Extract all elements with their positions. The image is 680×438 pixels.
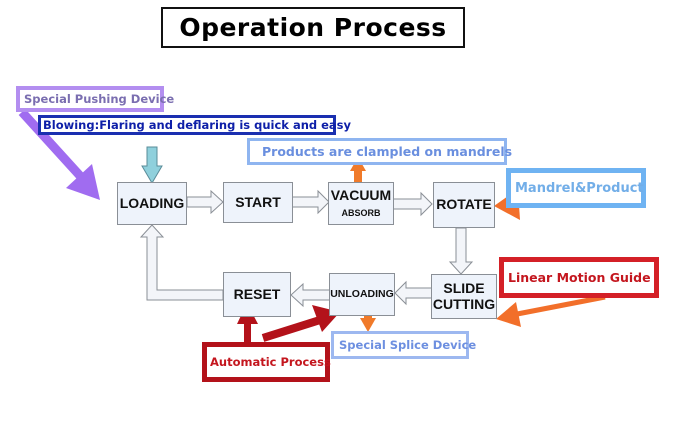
- flow-arrow-rotate-slide: [448, 227, 474, 275]
- blowing-label: Blowing:Flaring and deflaring is quick a…: [38, 115, 351, 135]
- mandrel-product-text: Mandrel&Product: [515, 180, 644, 196]
- linear-motion-guide-label: Linear Motion Guide: [499, 257, 659, 298]
- special-pushing-device-label: Special Pushing Device: [16, 86, 174, 112]
- blowing-text: Blowing:Flaring and deflaring is quick a…: [43, 118, 352, 132]
- products-clamped-text: Products are clampled on mandrels: [262, 144, 513, 159]
- linear-motion-guide-text: Linear Motion Guide: [508, 270, 651, 285]
- node-rotate: ROTATE: [433, 182, 495, 228]
- products-clamped-label: Products are clampled on mandrels: [247, 138, 512, 165]
- page-title: Operation Process: [161, 7, 465, 48]
- node-loading-label: LOADING: [119, 194, 185, 211]
- node-start-label: START: [235, 193, 281, 210]
- orange-arrow-slide-icon: [496, 294, 606, 327]
- cyan-arrow-icon: [141, 146, 163, 184]
- node-vacuum-sublabel: ABSORB: [341, 207, 381, 218]
- node-rotate-label: ROTATE: [436, 196, 492, 213]
- special-pushing-device-text: Special Pushing Device: [24, 92, 175, 106]
- node-unloading-label: UNLOADING: [330, 287, 394, 300]
- node-unloading: UNLOADING: [329, 273, 395, 316]
- mandrel-product-label: Mandrel&Product: [506, 168, 646, 208]
- node-vacuum-label: VACUUM: [330, 187, 392, 204]
- node-loading: LOADING: [117, 182, 187, 225]
- flow-arrow-unloading-reset: [290, 282, 331, 308]
- node-vacuum: VACUUM ABSORB: [328, 182, 394, 225]
- flow-arrow-vacuum-rotate: [392, 191, 433, 217]
- node-start: START: [223, 182, 293, 223]
- node-reset-label: RESET: [233, 285, 281, 302]
- special-splice-device-text: Special Splice Device: [339, 338, 477, 352]
- node-slide-cutting-line1: SLIDE: [443, 280, 485, 297]
- node-slide-cutting-line2: CUTTING: [432, 295, 496, 312]
- node-slide-cutting: SLIDE CUTTING: [431, 274, 497, 319]
- flow-arrow-loading-start: [186, 189, 224, 215]
- flow-arrow-start-vacuum: [291, 189, 330, 215]
- node-reset: RESET: [223, 272, 291, 317]
- purple-arrow-icon: [18, 108, 100, 200]
- automatic-process-label: Automatic Process: [202, 342, 331, 382]
- flow-arrow-reset-loading: [139, 224, 224, 301]
- automatic-process-text: Automatic Process: [210, 355, 331, 369]
- special-splice-device-label: Special Splice Device: [331, 331, 476, 359]
- flow-arrow-slide-unloading: [394, 280, 433, 306]
